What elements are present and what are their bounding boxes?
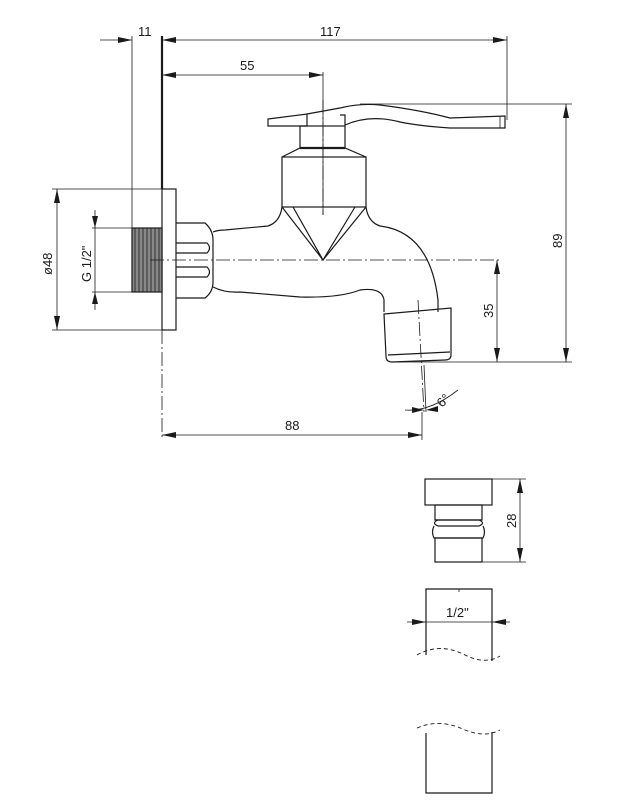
dim-label-28: 28: [504, 514, 519, 528]
dimension-89: 89: [360, 103, 572, 363]
dimension-11: 11: [100, 24, 152, 230]
nozzle: [383, 299, 452, 413]
tap-body: [150, 206, 500, 312]
valve-bonnet: [281, 100, 367, 215]
dim-label-11: 11: [138, 24, 152, 39]
dim-label-55: 55: [240, 58, 254, 73]
dim-label-89: 89: [550, 234, 565, 248]
hex-nut: [176, 222, 214, 299]
dimension-55: 55: [162, 58, 324, 215]
dim-label-thread: G 1/2": [79, 245, 94, 282]
dim-label-117: 117: [320, 24, 341, 39]
dimension-88: 88: [162, 412, 423, 440]
dimension-angle: 6°: [404, 389, 459, 413]
dimension-35: 35: [481, 260, 500, 362]
wall-flange: ø48: [40, 188, 177, 331]
dim-label-35: 35: [481, 304, 496, 318]
pipe-detail: 1/2": [407, 588, 510, 794]
aerator-detail: 28: [424, 478, 526, 563]
dim-label-pipe: 1/2": [446, 605, 469, 620]
lever-handle: [267, 103, 506, 129]
dim-label-diameter: ø48: [40, 253, 55, 275]
dim-label-88: 88: [285, 418, 299, 433]
thread-connection: G 1/2": [79, 210, 163, 310]
dimension-117: 117: [162, 24, 508, 120]
